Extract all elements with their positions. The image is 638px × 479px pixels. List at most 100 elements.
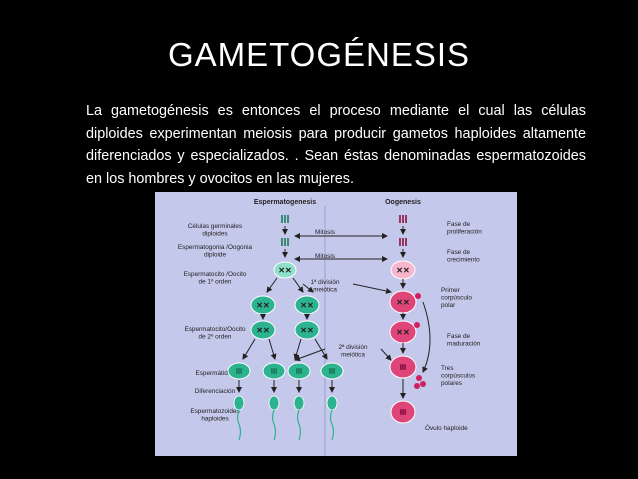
middle-label: Mitosis [315, 253, 335, 260]
middle-label-line: Mitosis [315, 253, 335, 260]
right-stage-label-line: corpúsculo [441, 295, 472, 302]
right-stage-label-line: Fase de [447, 333, 471, 340]
polar-body [414, 383, 420, 389]
middle-label-line: 1ª división [310, 279, 339, 286]
spermatozoon-tail [329, 409, 335, 441]
arrow [352, 283, 392, 294]
middle-label: Mitosis [315, 229, 335, 236]
spermatocyte-2-cell-right [294, 320, 320, 340]
chromosome-icon [281, 215, 289, 223]
right-stage-label-line: polar [441, 302, 456, 309]
chromosome-icon [329, 368, 335, 374]
chromosome-icon [399, 238, 407, 246]
left-stage-label: Espermátidas [195, 370, 234, 377]
spermatocyte-1-cell [273, 261, 297, 279]
chromosome-icon [281, 238, 289, 246]
middle-label-line: 2ª división [338, 344, 367, 351]
left-stage-label-line: Espermatozoides [190, 408, 239, 415]
chromosome-icon [399, 215, 407, 223]
right-stage-label-line: crecimiento [447, 257, 480, 264]
right-stage-label-line: proliferación [447, 229, 482, 236]
right-stage-label-line: polares [441, 380, 462, 387]
maturation-arrow [422, 301, 431, 373]
right-stage-label-line: maduración [447, 341, 481, 348]
header-oogenesis: Oogenesis [385, 199, 421, 206]
chromosome-x-icon: ✕✕ [396, 328, 409, 337]
slide-title: GAMETOGÉNESIS [167, 36, 471, 73]
left-stage-label-line: de 2º orden [199, 334, 232, 341]
right-stage-label-line: corpúsculos [441, 373, 475, 380]
chromosome-icon [400, 364, 406, 370]
chromosome-icon [400, 409, 406, 415]
right-stage-label-line: Óvulo haploide [425, 423, 468, 432]
left-stage-label-line: Espermatocito /Oocito [184, 271, 247, 278]
right-stage-label-line: Tres [441, 365, 454, 372]
spermatozoon-tail [236, 409, 242, 441]
right-stage-label-line: Primer [441, 287, 461, 294]
chromosome-x-icon: ✕✕ [278, 266, 291, 275]
left-stage-label-line: diploides [202, 231, 227, 238]
middle-label-line: Mitosis [315, 229, 335, 236]
left-stage-label-line: diploide [204, 252, 226, 259]
arrow [314, 338, 328, 360]
middle-label-line: meiótica [313, 287, 337, 294]
left-stage-label-line: haploides [201, 416, 228, 423]
arrow [293, 338, 302, 360]
left-stage-label-line: Espermatocito/Oocito [184, 326, 246, 333]
right-stage-label: Óvulo haploide [425, 423, 468, 432]
arrow [302, 283, 314, 293]
chromosome-icon [296, 368, 302, 374]
spermatozoon-head [268, 395, 280, 411]
chromosome-x-icon: ✕✕ [256, 301, 269, 310]
spermatozoon-head [326, 395, 338, 411]
arrow [268, 338, 277, 360]
chromosome-x-icon: ✕✕ [396, 298, 409, 307]
left-stage-label-line: Diferenciación [195, 388, 236, 395]
header-spermatogenesis: Espermatogenesis [254, 199, 316, 206]
spermatozoon-tail [271, 409, 277, 441]
polar-body [415, 293, 421, 299]
left-stage-label-line: Espermátidas [195, 370, 234, 377]
arrow [266, 277, 278, 293]
intro-paragraph: La gametogénesis es entonces el proceso … [86, 103, 586, 187]
spermatozoon-head [233, 395, 245, 411]
spermatocyte-2-cell-left [250, 320, 276, 340]
arrow [380, 348, 392, 361]
chromosome-icon [236, 368, 242, 374]
spermatozoon-tail [296, 409, 302, 441]
polar-body [420, 381, 426, 387]
left-stage-label-line: de 1º orden [199, 279, 232, 286]
chromosome-x-icon: ✕✕ [300, 326, 313, 335]
left-stage-label-line: Espermatogonia /Oogonia [178, 244, 253, 251]
spermatozoon-head [293, 395, 305, 411]
polar-body [416, 375, 422, 381]
middle-label-line: meiótica [341, 352, 365, 359]
cell-drawings: ✕✕ ✕✕ ✕✕ ✕✕ ✕✕ ✕✕ ✕✕ ✕✕ [227, 215, 431, 441]
arrow [292, 277, 304, 293]
right-stage-label-line: Fase de [447, 249, 471, 256]
left-stage-label-line: Células germinales [188, 223, 242, 230]
chromosome-x-icon: ✕✕ [396, 266, 409, 275]
chromosome-x-icon: ✕✕ [256, 326, 269, 335]
right-stage-label-line: Fase de [447, 221, 471, 228]
arrow [242, 338, 256, 360]
chromosome-x-icon: ✕✕ [300, 301, 313, 310]
gametogenesis-diagram: Espermatogenesis Oogenesis Células germi… [155, 192, 517, 456]
chromosome-icon [271, 368, 277, 374]
left-stage-label: Diferenciación [195, 388, 236, 395]
polar-body [414, 322, 420, 328]
arrow [294, 348, 326, 362]
